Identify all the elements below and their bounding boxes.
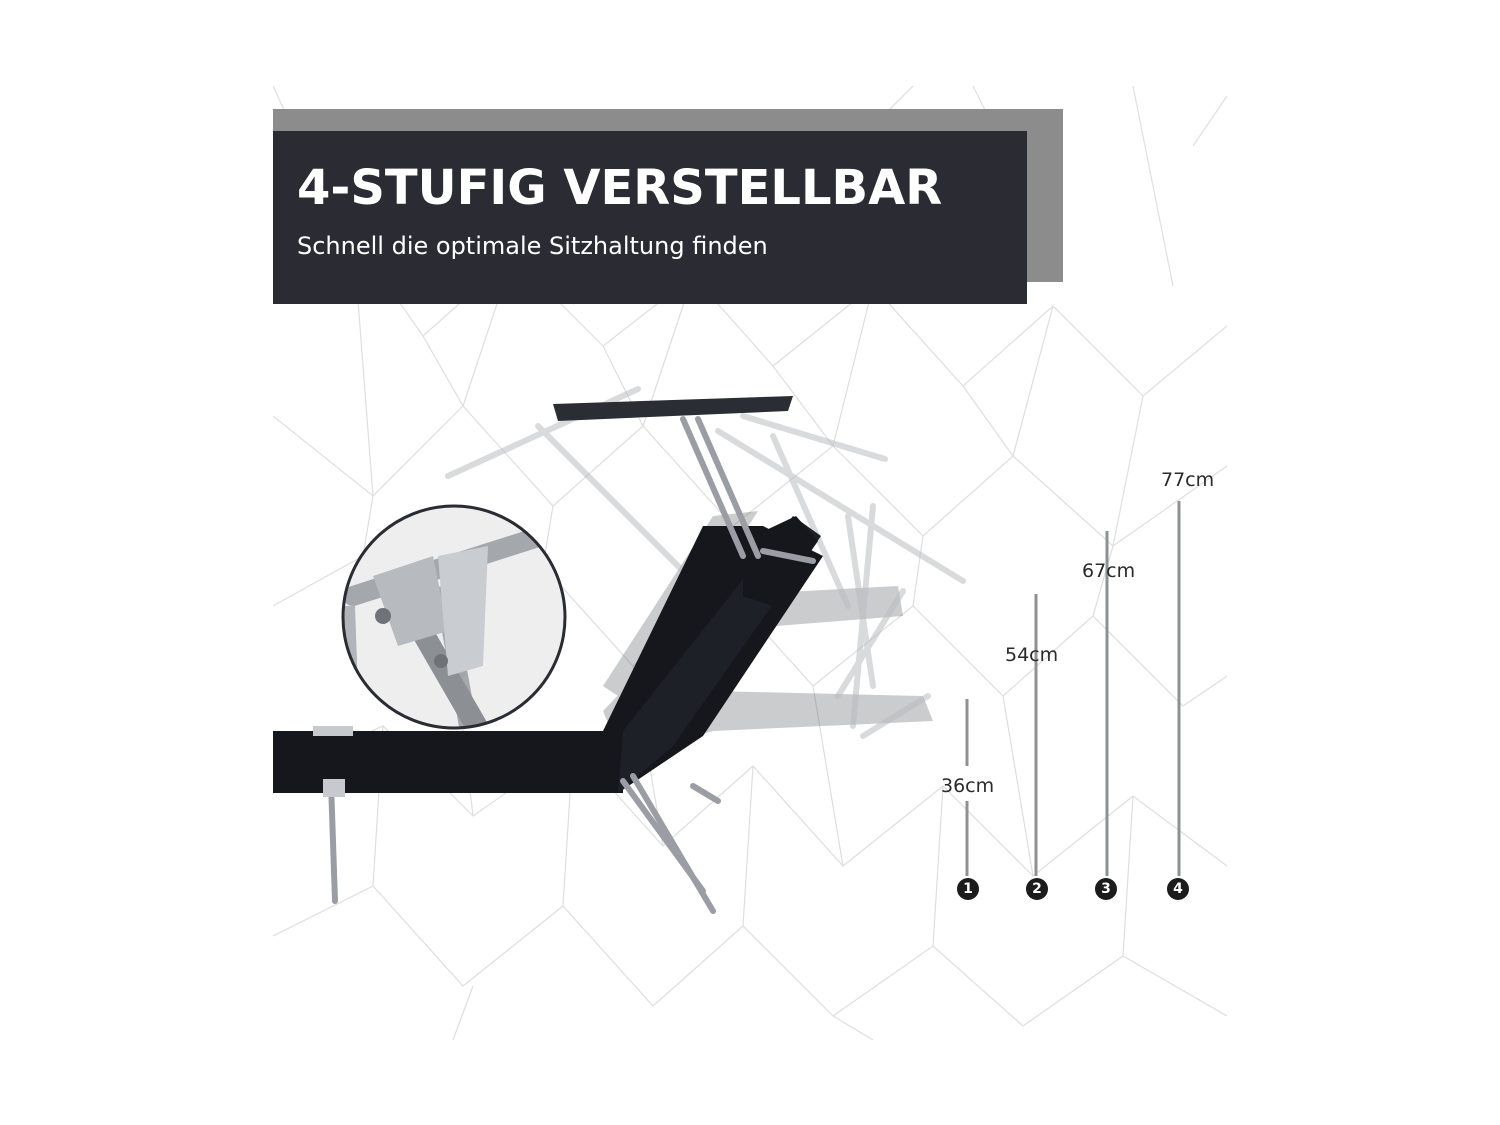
title-banner <box>273 131 1027 304</box>
headline: 4-STUFIG VERSTELLBAR <box>297 160 943 216</box>
subheadline: Schnell die optimale Sitzhaltung finden <box>297 232 768 260</box>
step-marker-2: 2 <box>1026 878 1048 900</box>
sun-lounger-illustration <box>273 396 823 914</box>
height-label-position-1: 36cm <box>941 775 995 797</box>
height-label-position-4: 77cm <box>1161 469 1215 491</box>
step-marker-1: 1 <box>957 878 979 900</box>
height-measurement-lines <box>965 501 1181 876</box>
height-label-position-2: 54cm <box>1005 644 1059 666</box>
height-label-position-3: 67cm <box>1082 560 1136 582</box>
step-marker-4: 4 <box>1167 878 1189 900</box>
product-image-canvas: 4-STUFIG VERSTELLBAR Schnell die optimal… <box>273 86 1227 1040</box>
step-marker-3: 3 <box>1095 878 1117 900</box>
hinge-detail-inset <box>341 504 567 730</box>
